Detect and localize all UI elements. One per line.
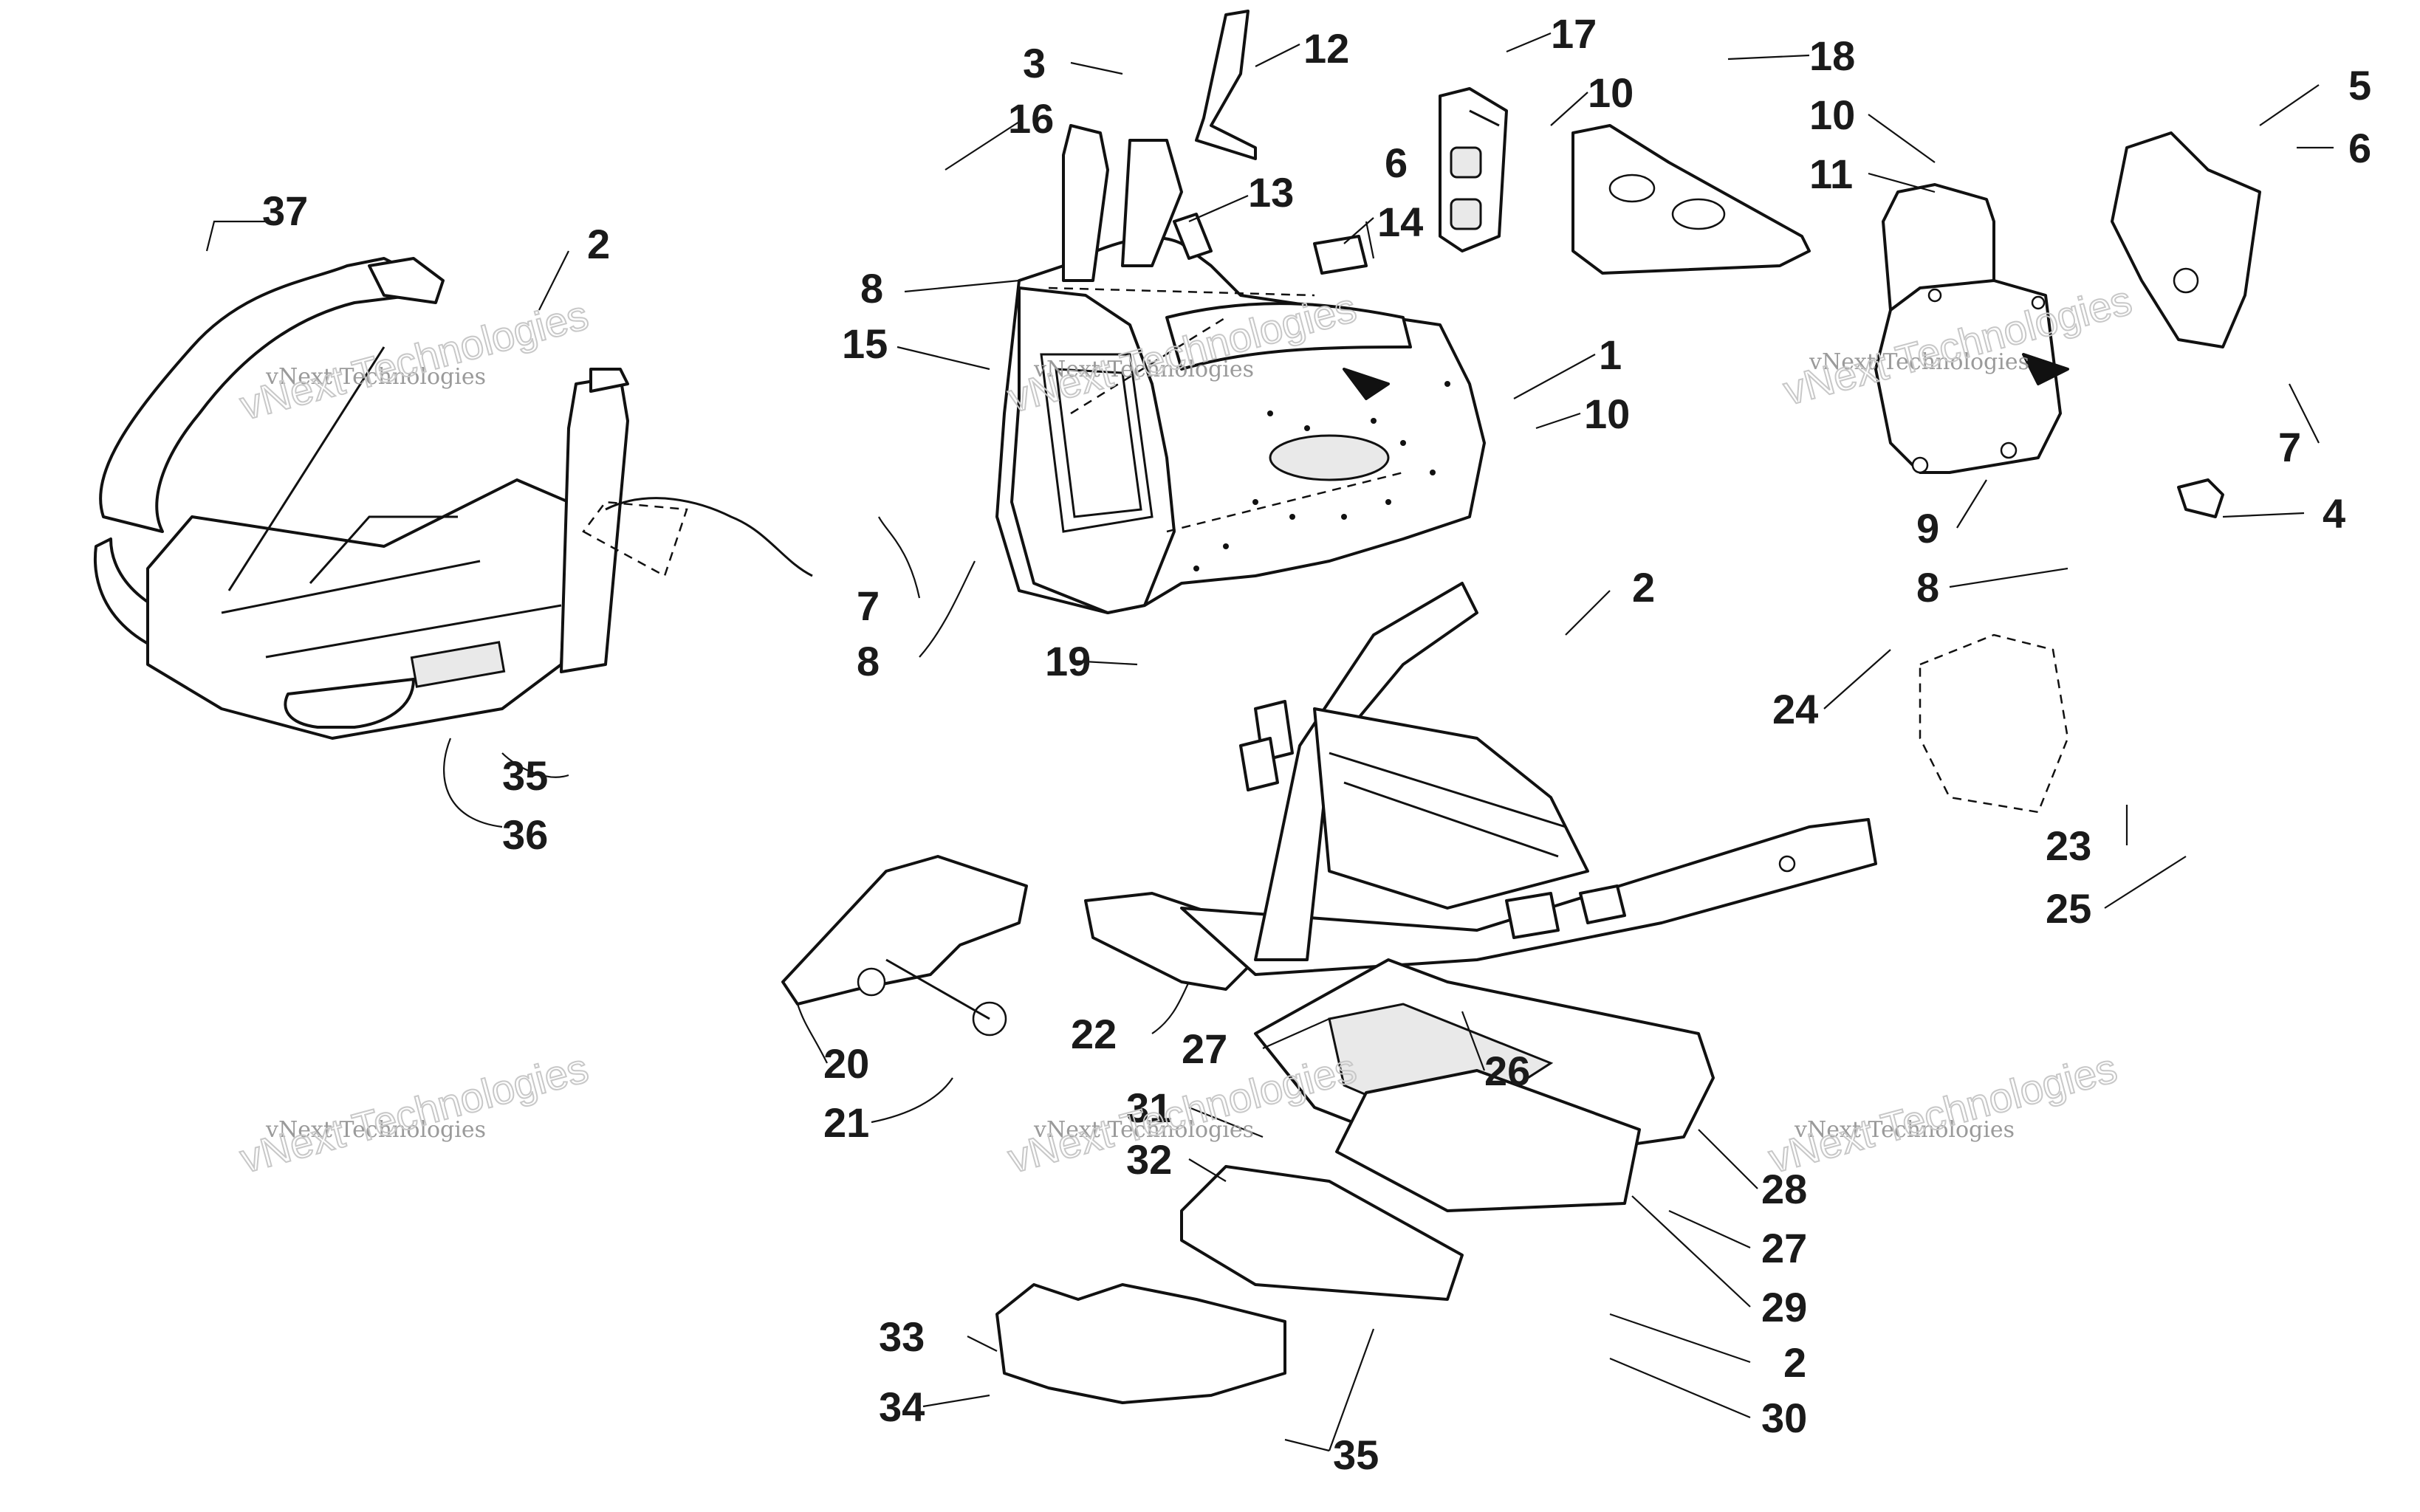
callout-28: 28 bbox=[1761, 1166, 1807, 1212]
bracket-14 bbox=[1313, 235, 1368, 275]
callout-6: 6 bbox=[1385, 140, 1408, 186]
callout-18: 18 bbox=[1809, 32, 1855, 79]
callout-8: 8 bbox=[860, 265, 883, 312]
skid-plate-32 bbox=[1180, 1165, 1464, 1301]
vent-panel-17 bbox=[1439, 87, 1508, 252]
watermark-large: vNext Technologies bbox=[1764, 1044, 2122, 1181]
callout-26: 26 bbox=[1484, 1048, 1530, 1094]
callout-9: 9 bbox=[1916, 505, 1939, 551]
callout-7: 7 bbox=[2278, 424, 2301, 470]
watermark-small: vNext Technologies bbox=[265, 1117, 486, 1143]
callout-1: 1 bbox=[1599, 331, 1622, 378]
callout-10: 10 bbox=[1809, 92, 1855, 138]
callout-34: 34 bbox=[879, 1384, 925, 1430]
callout-24: 24 bbox=[1772, 686, 1818, 732]
callout-13: 13 bbox=[1248, 169, 1294, 216]
watermark-small: vNext Technologies bbox=[1033, 1117, 1254, 1143]
callout-21: 21 bbox=[823, 1099, 869, 1146]
callout-3: 3 bbox=[1023, 40, 1046, 86]
callout-35: 35 bbox=[502, 752, 548, 799]
skid-plate-29 bbox=[1335, 1069, 1641, 1212]
callout-5: 5 bbox=[2348, 62, 2371, 109]
callout-29: 29 bbox=[1761, 1284, 1807, 1330]
callout-27: 27 bbox=[1182, 1025, 1227, 1072]
watermark-small: vNext Technologies bbox=[1809, 349, 2029, 375]
callout-2: 2 bbox=[1632, 564, 1655, 611]
callout-20: 20 bbox=[823, 1040, 869, 1087]
frame-holes bbox=[1193, 381, 1450, 571]
callout-33: 33 bbox=[879, 1313, 925, 1360]
callout-32: 32 bbox=[1126, 1136, 1172, 1183]
callout-10: 10 bbox=[1588, 69, 1634, 116]
callout-10: 10 bbox=[1584, 391, 1630, 437]
callout-31: 31 bbox=[1126, 1085, 1172, 1131]
callout-30: 30 bbox=[1761, 1395, 1807, 1441]
main-frame-22 bbox=[1084, 582, 1877, 991]
callout-17: 17 bbox=[1551, 10, 1597, 57]
leader-lines bbox=[205, 32, 2334, 1452]
callout-6: 6 bbox=[2348, 125, 2371, 171]
clip-13 bbox=[1173, 213, 1213, 260]
callout-15: 15 bbox=[842, 320, 888, 367]
callout-2: 2 bbox=[1783, 1339, 1806, 1386]
callout-14: 14 bbox=[1377, 199, 1423, 245]
callout-7: 7 bbox=[857, 583, 880, 629]
callout-16: 16 bbox=[1008, 95, 1054, 142]
callout-23: 23 bbox=[2046, 822, 2091, 869]
deflector-12 bbox=[1195, 10, 1257, 160]
callout-4: 4 bbox=[2323, 490, 2345, 537]
callout-22: 22 bbox=[1071, 1011, 1117, 1057]
watermark-small: vNext Technologies bbox=[265, 364, 486, 390]
callout-36: 36 bbox=[502, 811, 548, 858]
watermark-small: vNext Technologies bbox=[1033, 357, 1254, 382]
callout-11: 11 bbox=[1809, 151, 1853, 197]
front-bumper-assembly bbox=[93, 257, 813, 740]
cover-assembly-9-11 bbox=[1874, 131, 2261, 518]
plate-18 bbox=[1571, 124, 1811, 275]
callout-27: 27 bbox=[1761, 1225, 1807, 1271]
bracket-33 bbox=[995, 1283, 1286, 1404]
mount-20 bbox=[781, 855, 1028, 1037]
callout-35: 35 bbox=[1333, 1432, 1379, 1478]
callout-8: 8 bbox=[857, 638, 880, 684]
callout-labels: 37 2 35 36 3 16 12 13 17 10 6 14 8 15 1 … bbox=[262, 10, 2371, 1478]
callout-12: 12 bbox=[1303, 25, 1349, 72]
callout-37: 37 bbox=[262, 188, 308, 234]
callout-8: 8 bbox=[1916, 564, 1939, 611]
callout-25: 25 bbox=[2046, 885, 2091, 932]
callout-2: 2 bbox=[587, 221, 610, 267]
upper-front-frame bbox=[995, 124, 1486, 614]
watermark-large: vNext Technologies bbox=[236, 1044, 593, 1181]
side-bracket-24 bbox=[1919, 633, 2069, 814]
watermark-small: vNext Technologies bbox=[1794, 1117, 2015, 1143]
callout-19: 19 bbox=[1045, 638, 1091, 684]
